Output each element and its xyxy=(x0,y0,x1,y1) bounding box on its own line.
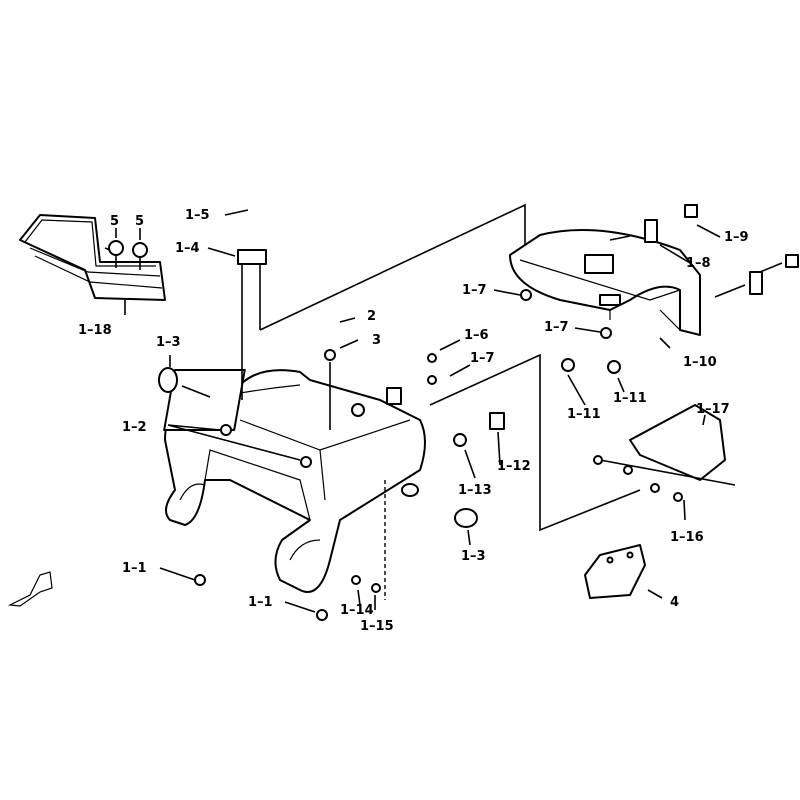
callout-1-16: 1–16 xyxy=(670,530,704,545)
callout-1-3: 1–3 xyxy=(156,335,181,350)
callout-1-17: 1–17 xyxy=(696,402,730,417)
callout-4: 4 xyxy=(670,595,679,610)
callout-1-14: 1–14 xyxy=(340,603,374,618)
callout-5: 5 xyxy=(110,214,119,229)
small-parts xyxy=(7,204,799,621)
callout-1-8: 1–8 xyxy=(686,256,711,271)
callout-3: 3 xyxy=(372,333,381,348)
callout-1-11: 1–11 xyxy=(567,407,601,422)
tray-part xyxy=(509,229,701,336)
callout-1-15: 1–15 xyxy=(360,619,394,634)
screw-5 xyxy=(108,228,148,270)
callout-1-4: 1–4 xyxy=(175,241,200,256)
callout-1-11: 1–11 xyxy=(613,391,647,406)
base-frame xyxy=(163,369,426,593)
callout-1-7: 1–7 xyxy=(470,351,495,366)
bracket-4 xyxy=(584,544,646,599)
callout-1-18: 1–18 xyxy=(78,323,112,338)
callout-1-1: 1–1 xyxy=(122,561,147,576)
callout-1-1: 1–1 xyxy=(248,595,273,610)
callout-1-7: 1–7 xyxy=(462,283,487,298)
callout-1-9: 1–9 xyxy=(724,230,749,245)
cover-part xyxy=(599,404,736,486)
callout-2: 2 xyxy=(367,309,376,324)
callout-1-7: 1–7 xyxy=(544,320,569,335)
handle-part xyxy=(19,214,166,301)
callout-labels: 5 5 1–5 1–4 1–18 1–3 2 3 1–6 1–7 1–2 1–1… xyxy=(78,208,749,634)
callout-1-2: 1–2 xyxy=(122,420,147,435)
callout-5: 5 xyxy=(135,214,144,229)
callout-1-3: 1–3 xyxy=(461,549,486,564)
reference-lines xyxy=(104,203,783,613)
callout-1-6: 1–6 xyxy=(464,328,489,343)
callout-1-12: 1–12 xyxy=(497,459,531,474)
callout-1-10: 1–10 xyxy=(683,355,717,370)
callout-1-5: 1–5 xyxy=(185,208,210,223)
callout-1-13: 1–13 xyxy=(458,483,492,498)
